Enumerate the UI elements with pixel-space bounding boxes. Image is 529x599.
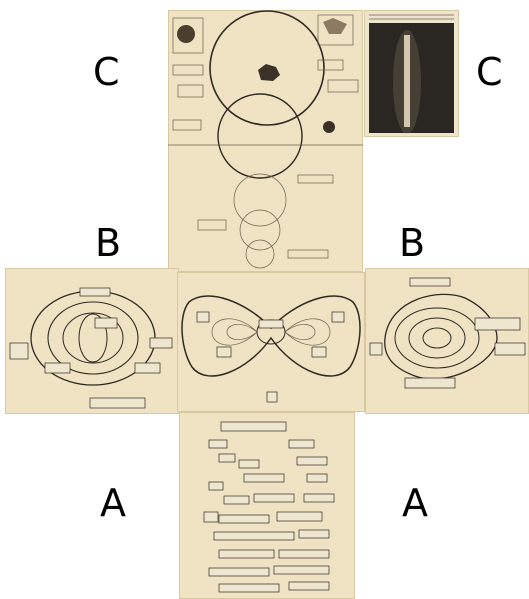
score-panel-top xyxy=(168,10,363,272)
left-panel-drawing xyxy=(5,268,179,414)
score-panel-right xyxy=(365,268,529,414)
center-panel-drawing xyxy=(177,272,365,412)
right-panel-drawing xyxy=(365,268,529,414)
bottom-panel-drawing xyxy=(179,412,355,599)
label-b-right: B xyxy=(399,224,425,262)
label-c-right: C xyxy=(476,53,503,91)
photo-panel-top-right xyxy=(364,10,459,137)
photo-drawing xyxy=(364,10,459,137)
score-panel-left xyxy=(5,268,179,414)
label-c-left: C xyxy=(93,53,120,91)
score-panel-bottom xyxy=(179,412,355,599)
top-panel-drawing xyxy=(168,10,363,272)
score-panel-center xyxy=(177,272,365,412)
label-b-left: B xyxy=(95,224,121,262)
label-a-left: A xyxy=(100,484,126,522)
label-a-right: A xyxy=(402,484,428,522)
